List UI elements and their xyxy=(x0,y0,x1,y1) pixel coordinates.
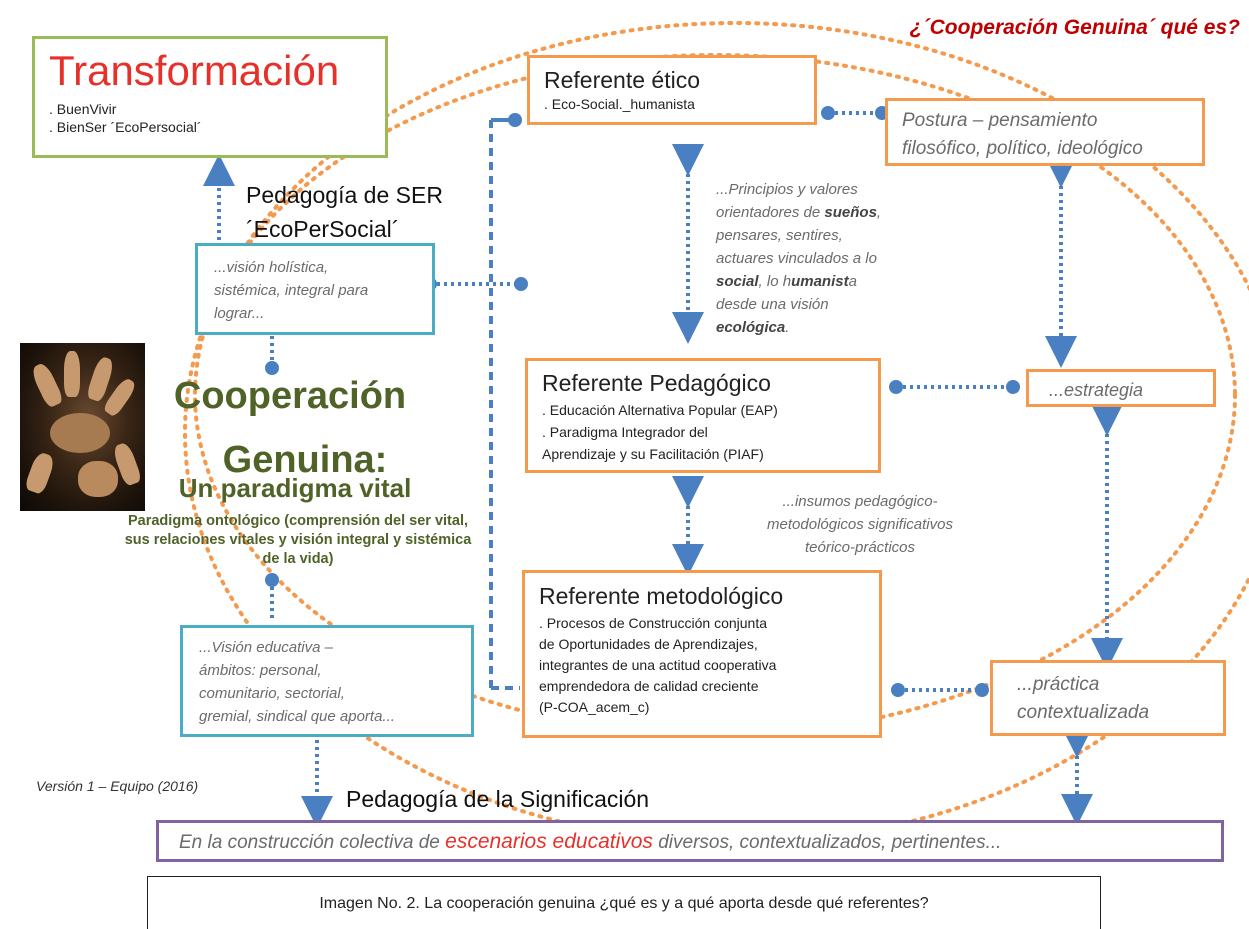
cooperacion-desc-bold: Paradigma ontológico xyxy=(127,513,281,529)
principios-line: actuares vinculados a lo xyxy=(716,250,877,267)
transformacion-title: Transformación xyxy=(49,47,340,94)
referente-metodologico-title: Referente metodológico xyxy=(539,583,784,609)
principios-text-part: . xyxy=(785,319,790,336)
principios-emph: umanist xyxy=(791,273,849,290)
referente-pedagogico-box: Referente Pedagógico . Educación Alterna… xyxy=(525,358,881,473)
referente-metodologico-line: (P-COA_acem_c) xyxy=(539,699,650,715)
vision-educativa-line: ...Visión educativa – xyxy=(199,639,333,656)
referente-metodologico-line: integrantes de una actitud cooperativa xyxy=(539,657,777,673)
principios-text-part: , lo h xyxy=(758,273,792,290)
principios-text-part: orientadores de xyxy=(716,204,825,221)
principios-line: ...Principios y valores xyxy=(716,181,858,198)
referente-metodologico-line: de Oportunidades de Aprendizajes, xyxy=(539,636,758,652)
vision-holistica-line: ...visión holística, xyxy=(214,259,329,276)
pedagogia-ser-line1: Pedagogía de SER xyxy=(246,182,443,208)
vision-educativa-line: gremial, sindical que aporta... xyxy=(199,708,395,725)
principios-emph: sueños xyxy=(824,204,877,221)
cooperacion-title: Cooperación Genuina: xyxy=(150,364,430,492)
cooperacion-subtitle: Un paradigma vital xyxy=(178,473,412,503)
cooperacion-desc-rest: (comprensión del ser vital, sus relacion… xyxy=(124,513,472,567)
referente-etico-box: Referente ético . Eco-Social._humanista xyxy=(527,55,817,125)
postura-box: Postura – pensamiento filosófico, políti… xyxy=(885,98,1205,166)
pedagogia-ser-line2: ´EcoPerSocial´ xyxy=(246,216,400,242)
principios-emph: social xyxy=(716,273,759,290)
referente-pedagogico-item: . Educación Alternativa Popular (EAP) xyxy=(542,402,778,418)
postura-line2: filosófico, político, ideológico xyxy=(902,138,1143,159)
construccion-box: En la construcción colectiva de escenari… xyxy=(156,820,1224,862)
vision-educativa-box: ...Visión educativa – ámbitos: personal,… xyxy=(180,625,474,737)
principios-line: ecológica. xyxy=(716,316,881,339)
referente-etico-title: Referente ético xyxy=(544,67,700,93)
cooperacion-line1: Cooperación xyxy=(173,375,407,417)
referente-metodologico-line: emprendedora de calidad creciente xyxy=(539,678,759,694)
vision-holistica-line: lograr... xyxy=(214,305,265,322)
version-label: Versión 1 – Equipo (2016) xyxy=(36,778,199,794)
vision-educativa-line: ámbitos: personal, xyxy=(199,662,322,679)
practica-line2: contextualizada xyxy=(1017,702,1150,723)
postura-line1: Postura – pensamiento xyxy=(902,110,1098,131)
referente-pedagogico-title: Referente Pedagógico xyxy=(542,370,771,396)
estrategia-box: ...estrategia xyxy=(1026,369,1216,407)
construccion-highlight: escenarios educativos xyxy=(445,830,653,853)
transformacion-item: . BienSer ´EcoPersocial´ xyxy=(49,119,202,135)
hands-photo xyxy=(20,343,145,511)
insumos-line: metodológicos significativos xyxy=(767,516,953,533)
vision-educativa-line: comunitario, sectorial, xyxy=(199,685,345,702)
principios-emph: ecológica xyxy=(716,319,786,336)
principios-text-part: a xyxy=(848,273,857,290)
referente-metodologico-box: Referente metodológico . Procesos de Con… xyxy=(522,570,882,738)
referente-metodologico-line: . Procesos de Construcción conjunta xyxy=(539,615,768,631)
construccion-pre: En la construcción colectiva de xyxy=(179,832,446,853)
transformacion-box: Transformación . BuenVivir . BienSer ´Ec… xyxy=(32,36,388,158)
practica-line1: ...práctica xyxy=(1017,674,1100,695)
principios-line: pensares, sentires, xyxy=(716,227,843,244)
pedagogia-significacion-label: Pedagogía de la Significación xyxy=(346,786,650,812)
cooperacion-desc: Paradigma ontológico (comprensión del se… xyxy=(118,512,478,569)
vision-holistica-box: ...visión holística, sistémica, integral… xyxy=(195,243,435,335)
construccion-post: diversos, contextualizados, pertinentes.… xyxy=(652,832,1002,853)
principios-text: ...Principios y valores orientadores de … xyxy=(716,178,881,339)
insumos-line: teórico-prácticos xyxy=(804,539,916,556)
principios-line: orientadores de sueños, xyxy=(716,201,881,224)
caption-box: Imagen No. 2. La cooperación genuina ¿qu… xyxy=(147,876,1101,929)
referente-pedagogico-item: . Paradigma Integrador del xyxy=(542,424,708,440)
referente-pedagogico-item: Aprendizaje y su Facilitación (PIAF) xyxy=(542,446,764,462)
transformacion-item: . BuenVivir xyxy=(49,101,117,117)
caption-text: Imagen No. 2. La cooperación genuina ¿qu… xyxy=(319,895,929,912)
insumos-line: ...insumos pedagógico- xyxy=(782,493,938,510)
insumos-text: ...insumos pedagógico- metodológicos sig… xyxy=(710,490,1010,559)
referente-etico-item: . Eco-Social._humanista xyxy=(544,96,695,112)
principios-line: social, lo humanista xyxy=(716,270,881,293)
principios-line: desde una visión xyxy=(716,296,829,313)
practica-box: ...práctica contextualizada xyxy=(990,660,1226,736)
header-question: ¿´Cooperación Genuina´ qué es? xyxy=(909,16,1240,39)
cooperacion-line2: Genuina: xyxy=(222,439,388,481)
principios-text-part: , xyxy=(876,204,882,221)
vision-holistica-line: sistémica, integral para xyxy=(214,282,369,299)
pedagogia-ser-label: Pedagogía de SER ´EcoPerSocial´ xyxy=(246,178,443,246)
